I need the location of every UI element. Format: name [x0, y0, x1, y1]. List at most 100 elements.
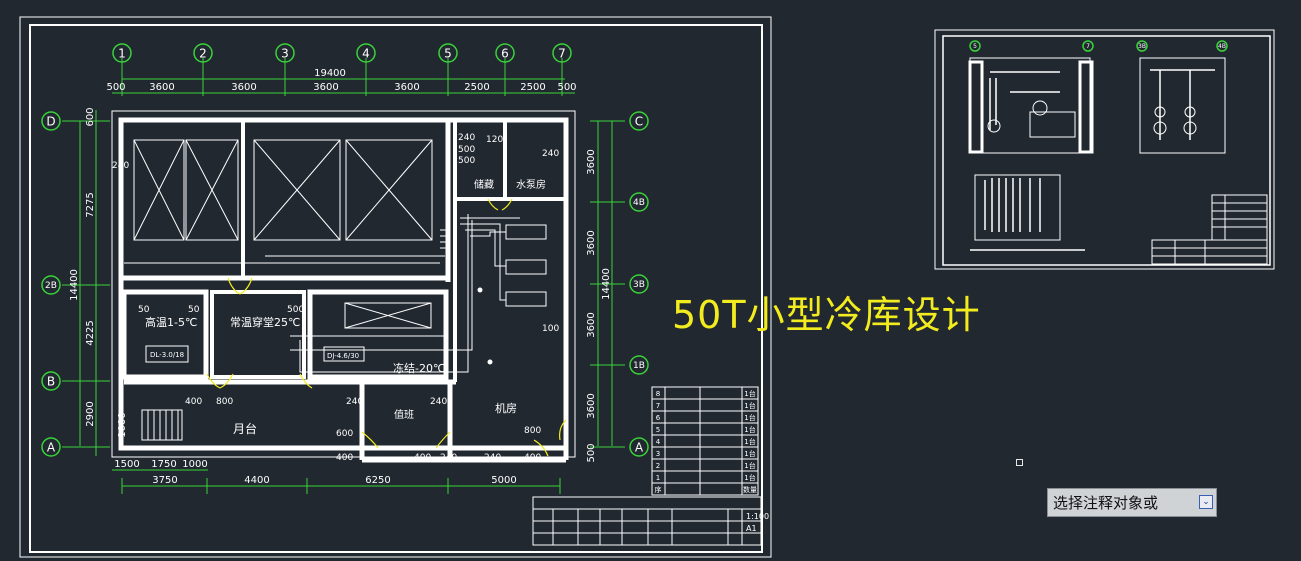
legend-row-number: 2	[656, 462, 660, 470]
equipment-tag-2: DJ-4.6/30	[327, 352, 359, 360]
interior-dim-17: 240	[440, 453, 457, 463]
platform-stairs	[141, 409, 183, 441]
svg-text:C: C	[635, 114, 643, 128]
legend-row-quantity: 1台	[744, 473, 755, 482]
dim-top-5: 3600	[394, 82, 419, 93]
dim-bottom-b4: 5000	[491, 475, 516, 486]
room-machine: 机房	[495, 401, 517, 415]
room-pump: 水泵房	[516, 178, 546, 191]
room-storage: 储藏	[474, 178, 494, 191]
legend-row-quantity: 数量	[743, 485, 757, 494]
room-labels: 高温1-5℃ 常温穿堂25℃ 冻结-20℃ 机房 水泵房 储藏 值班 月台 DL…	[145, 178, 546, 436]
interior-dim-5: 240	[112, 161, 129, 171]
svg-text:3B: 3B	[633, 280, 645, 290]
dim-right-1: 3600	[586, 149, 597, 174]
interior-dim-7: 50	[188, 305, 200, 315]
interior-dim-2: 120	[486, 135, 503, 145]
interior-dim-12: 240	[346, 397, 363, 407]
dim-left-1: 600	[85, 107, 96, 126]
dim-top-1: 500	[106, 82, 125, 93]
svg-text:3: 3	[281, 46, 289, 60]
interior-dim-1: 240	[458, 133, 475, 143]
svg-text:7: 7	[558, 46, 566, 60]
svg-text:A: A	[47, 440, 56, 454]
interior-dim-18: 800	[524, 426, 541, 436]
room-high-temp: 高温1-5℃	[145, 315, 197, 329]
command-prompt-tooltip[interactable]: 选择注释对象或 ⌄	[1047, 488, 1217, 517]
interior-dim-8: 500	[287, 305, 304, 315]
grid-axes-right: C 4B 3B 1B A	[629, 111, 649, 457]
svg-text:4: 4	[362, 46, 370, 60]
side-sheet	[934, 29, 1275, 270]
svg-text:1: 1	[118, 46, 126, 60]
grid-axes-left: D 2B B A	[41, 111, 61, 457]
title-block-values: 1:100 A1	[746, 512, 769, 533]
interior-dim-9: 50	[138, 305, 150, 315]
interior-dim-11: 800	[216, 397, 233, 407]
svg-text:D: D	[46, 114, 55, 128]
svg-text:1B: 1B	[633, 361, 645, 371]
svg-text:6: 6	[501, 46, 509, 60]
room-low-temp: 冻结-20℃	[393, 361, 445, 375]
legend-row-quantity: 1台	[744, 437, 755, 446]
axis-bubble-right-A: A	[629, 437, 649, 457]
room-duty: 值班	[394, 408, 414, 421]
axis-bubble-right-3B: 3B	[629, 274, 649, 294]
legend-row-quantity: 1台	[744, 389, 755, 398]
legend-row-number: 8	[656, 390, 660, 398]
dim-bottom-a3: 1000	[182, 459, 207, 470]
legend-row-number: 3	[656, 450, 660, 458]
interior-dim-10: 400	[185, 397, 202, 407]
interior-dim-13: 240	[430, 397, 447, 407]
selection-grip[interactable]	[1016, 459, 1023, 466]
axis-bubble-right-4B: 4B	[629, 192, 649, 212]
legend-row-number: 序	[655, 485, 662, 494]
dim-right-3: 3600	[586, 312, 597, 337]
dim-total-right: 14400	[601, 268, 612, 300]
svg-text:3B: 3B	[1138, 43, 1146, 50]
command-prompt-text: 选择注释对象或	[1053, 494, 1159, 512]
dim-bottom-a1: 1500	[114, 459, 139, 470]
svg-text:2: 2	[199, 46, 207, 60]
dim-right-4: 3600	[586, 393, 597, 418]
svg-text:2B: 2B	[45, 281, 57, 291]
dim-top-3: 3600	[231, 82, 256, 93]
interior-dim-6: 500	[458, 156, 475, 166]
dimension-lines	[62, 58, 625, 494]
dim-top-6: 2500	[464, 82, 489, 93]
dim-right-5: 500	[586, 443, 597, 462]
legend-row-quantity: 1台	[744, 401, 755, 410]
dim-bottom-a2: 1750	[151, 459, 176, 470]
svg-text:B: B	[47, 374, 55, 388]
svg-text:5: 5	[444, 46, 452, 60]
building-walls	[111, 110, 576, 463]
dim-bottom-b1: 3750	[152, 475, 177, 486]
legend-row-number: 1	[656, 474, 660, 482]
legend-row-quantity: 1台	[744, 449, 755, 458]
equipment-legend-table	[651, 386, 759, 496]
sheet-outer-frame	[19, 16, 772, 558]
svg-text:A: A	[635, 440, 644, 454]
interior-dim-20: 240	[484, 453, 501, 463]
legend-row-number: 7	[656, 402, 660, 410]
grid-axes-top: 1 2 3 4 5 6 7	[112, 43, 572, 63]
drawing-title: 50T小型冷库设计	[672, 293, 981, 337]
dim-right-2: 3600	[586, 230, 597, 255]
legend-row-quantity: 1台	[744, 461, 755, 470]
title-scale: 1:100	[746, 512, 769, 521]
interior-dim-3: 500	[458, 145, 475, 155]
legend-row-number: 4	[656, 438, 661, 446]
sheet-inner-frame	[29, 24, 763, 553]
dim-bottom-b2: 4400	[244, 475, 269, 486]
interior-dim-21: 100	[542, 324, 559, 334]
interior-dim-15: 400	[336, 453, 353, 463]
door-swings	[206, 198, 567, 457]
axis-bubble-left-2B: 2B	[41, 275, 61, 295]
legend-row-quantity: 1台	[744, 413, 755, 422]
chevron-down-icon[interactable]: ⌄	[1199, 495, 1213, 509]
dim-top-2: 3600	[149, 82, 174, 93]
